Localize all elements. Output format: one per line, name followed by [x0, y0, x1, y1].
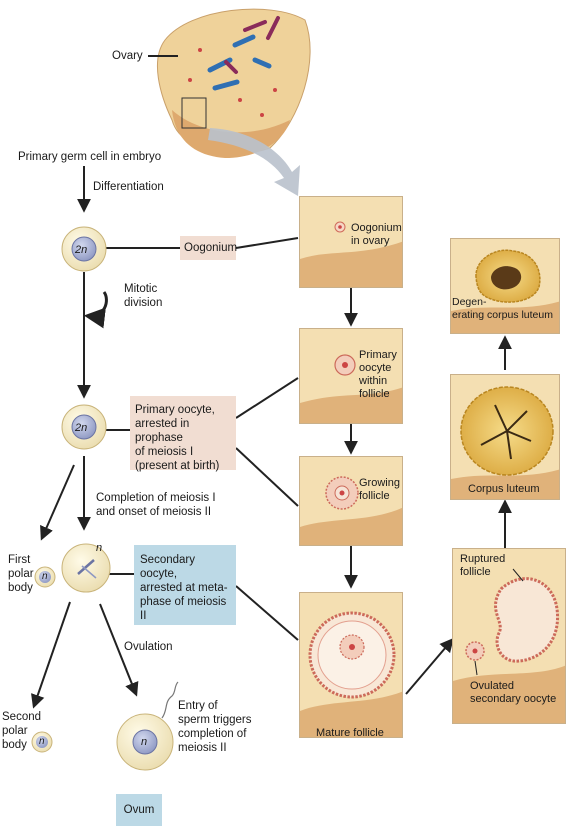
ploidy-n-second-polar: n — [39, 735, 45, 749]
mitotic-division-label: Mitotic division — [124, 282, 162, 310]
label-corpus-luteum: Corpus luteum — [468, 483, 540, 496]
label-ruptured-follicle: Ruptured follicle — [460, 553, 505, 579]
entry-of-sperm-label: Entry of sperm triggers completion of me… — [178, 699, 252, 755]
ploidy-2n-first: 2n — [75, 243, 87, 257]
cell-ovum — [117, 682, 178, 770]
ovulation-label: Ovulation — [124, 640, 173, 654]
label-degenerating-corpus-luteum: Degen- erating corpus luteum — [452, 296, 553, 322]
ovary-label: Ovary — [112, 49, 143, 63]
label-growing-follicle: Growing follicle — [359, 477, 400, 503]
ploidy-n-secondary: n — [96, 541, 102, 555]
ploidy-n-first-polar: n — [42, 570, 48, 584]
ploidy-2n-second: 2n — [75, 421, 87, 435]
cell-n-secondary-oocyte — [62, 544, 110, 592]
ploidy-n-ovum: n — [141, 735, 147, 749]
primary-germ-cell-label: Primary germ cell in embryo — [18, 150, 161, 164]
panel-corpus-luteum-art — [451, 375, 560, 500]
panel-corpus-luteum — [450, 374, 560, 500]
label-oogonium-in-ovary: Oogonium in ovary — [351, 222, 402, 248]
primary-oocyte-box: Primary oocyte, arrested in prophase of … — [130, 396, 236, 470]
label-mature-follicle: Mature follicle — [316, 727, 384, 740]
panel-mature-follicle-art — [300, 593, 403, 738]
oogonium-box: Oogonium — [180, 236, 236, 260]
meiosis-completion-label: Completion of meiosis I and onset of mei… — [96, 491, 216, 519]
label-ovulated-secondary-oocyte: Ovulated secondary oocyte — [470, 680, 556, 706]
panel-mature-follicle — [299, 592, 403, 738]
ovum-box: Ovum — [116, 794, 162, 826]
secondary-oocyte-box: Secondary oocyte, arrested at meta- phas… — [134, 545, 236, 625]
first-polar-body-label: First polar body — [8, 553, 34, 595]
second-polar-body-label: Second polar body — [2, 710, 41, 752]
differentiation-label: Differentiation — [93, 180, 164, 194]
label-primary-oocyte-follicle: Primary oocyte within follicle — [359, 349, 397, 401]
